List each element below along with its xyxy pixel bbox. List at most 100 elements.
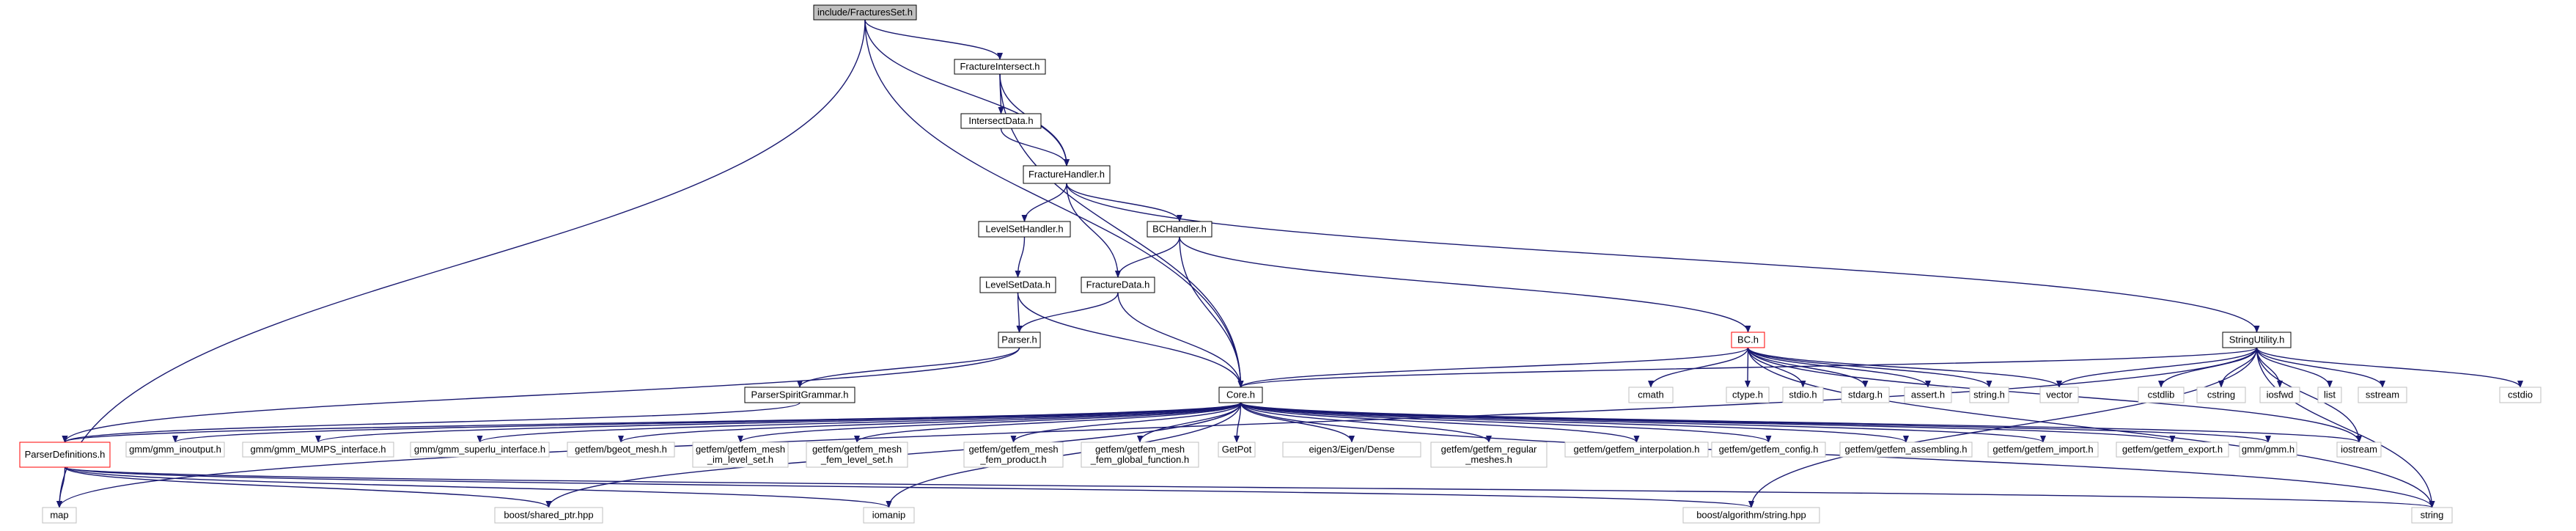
node-core[interactable]: Core.h	[1218, 387, 1263, 403]
node-parser[interactable]: Parser.h	[998, 332, 1041, 348]
node-iostream[interactable]: iostream	[2336, 442, 2382, 458]
edge-psg-to-pd	[62, 402, 801, 443]
node-label: ParserDefinitions.h	[25, 449, 106, 460]
node-su[interactable]: StringUtility.h	[2222, 332, 2292, 348]
node-vector[interactable]: vector	[2039, 387, 2079, 403]
node-box	[2317, 387, 2342, 403]
node-gf_config[interactable]: getfem/getfem_config.h	[1711, 442, 1826, 458]
edge-bc-to-stdarg	[1747, 347, 1869, 388]
node-list[interactable]: list	[2317, 387, 2342, 403]
node-label: ParserSpiritGrammar.h	[751, 389, 849, 400]
node-fh[interactable]: FractureHandler.h	[1023, 165, 1111, 184]
node-stdarg[interactable]: stdarg.h	[1841, 387, 1890, 403]
edge-bch-to-fd	[1115, 236, 1180, 278]
node-gf_femprod[interactable]: getfem/getfem_mesh_fem_product.h	[963, 442, 1064, 468]
node-idata[interactable]: IntersectData.h	[960, 113, 1042, 129]
node-gf_assembling[interactable]: getfem/getfem_assembling.h	[1839, 442, 1973, 458]
edge-parser-to-psg	[797, 347, 1020, 388]
node-fd[interactable]: FractureData.h	[1081, 277, 1155, 293]
node-label: Core.h	[1226, 389, 1255, 400]
node-assert[interactable]: assert.h	[1904, 387, 1952, 403]
node-box	[2358, 387, 2407, 403]
node-bch[interactable]: BCHandler.h	[1147, 221, 1212, 238]
node-cmath[interactable]: cmath	[1628, 387, 1674, 403]
node-bc[interactable]: BC.h	[1731, 332, 1765, 348]
node-label: LevelSetHandler.h	[985, 224, 1063, 235]
edge-bc-to-assert	[1747, 347, 1931, 388]
node-label: stdarg.h	[1848, 389, 1883, 400]
node-label: getfem/getfem_export.h	[2122, 444, 2223, 455]
node-fi[interactable]: FractureIntersect.h	[954, 59, 1046, 75]
edge-su-to-vector	[2056, 347, 2258, 388]
node-string[interactable]: string	[2411, 507, 2453, 524]
node-gf_export[interactable]: getfem/getfem_export.h	[2116, 442, 2229, 458]
edge-bch-to-core	[1179, 236, 1244, 388]
node-cstdio[interactable]: cstdio	[2499, 387, 2542, 403]
node-iomanip[interactable]: iomanip	[863, 507, 915, 524]
edge-fd-to-parser	[1016, 292, 1119, 333]
edge-idata-to-fh	[1000, 128, 1070, 166]
node-ctype[interactable]: ctype.h	[1726, 387, 1770, 403]
edge-core-to-gf_interp	[1240, 402, 1640, 443]
node-gf_imls[interactable]: getfem/getfem_mesh_im_level_set.h	[692, 442, 789, 468]
node-gf_regular[interactable]: getfem/getfem_regular_meshes.h	[1430, 442, 1548, 468]
node-box	[2239, 442, 2297, 458]
node-pd[interactable]: ParserDefinitions.h	[19, 442, 111, 468]
node-label: string	[2421, 510, 2444, 521]
node-cstring[interactable]: cstring	[2196, 387, 2246, 403]
node-label: stdio.h	[1789, 389, 1817, 400]
edge-fh-to-fd	[1066, 183, 1121, 278]
edge-core-to-gmm_superlu	[476, 402, 1242, 443]
node-gf_femglob[interactable]: getfem/getfem_mesh_fem_global_function.h	[1081, 442, 1199, 468]
node-cstdlib[interactable]: cstdlib	[2138, 387, 2185, 403]
node-box	[863, 507, 915, 524]
node-getpot[interactable]: GetPot	[1218, 442, 1256, 458]
node-box	[2499, 387, 2542, 403]
node-label: getfem/getfem_mesh	[968, 444, 1058, 455]
node-box	[1218, 387, 1263, 403]
node-gmm_h[interactable]: gmm/gmm.h	[2239, 442, 2297, 458]
node-label: getfem/getfem_assembling.h	[1845, 444, 1968, 455]
node-label: sstream	[2366, 389, 2399, 400]
node-map[interactable]: map	[42, 507, 77, 524]
node-shared_ptr[interactable]: boost/shared_ptr.hpp	[494, 507, 603, 524]
node-stdio[interactable]: stdio.h	[1782, 387, 1824, 403]
node-lsd[interactable]: LevelSetData.h	[979, 277, 1056, 293]
node-gmm_io[interactable]: gmm/gmm_inoutput.h	[125, 442, 225, 458]
edge-su-to-core	[1237, 347, 2258, 388]
node-lsh[interactable]: LevelSetHandler.h	[978, 221, 1071, 238]
edge-su-to-map	[56, 347, 2258, 508]
node-box	[813, 4, 917, 21]
node-gmm_superlu[interactable]: gmm/gmm_superlu_interface.h	[410, 442, 550, 458]
node-gf_import[interactable]: getfem/getfem_import.h	[1987, 442, 2099, 458]
edge-core-to-gf_imls	[737, 402, 1242, 443]
node-label: BC.h	[1737, 334, 1759, 345]
node-gmm_mumps[interactable]: gmm/gmm_MUMPS_interface.h	[242, 442, 394, 458]
node-sstream[interactable]: sstream	[2358, 387, 2407, 403]
node-psg[interactable]: ParserSpiritGrammar.h	[744, 387, 855, 403]
node-label: cstring	[2207, 389, 2235, 400]
edge-su-to-iosfwd	[2256, 347, 2283, 388]
node-box	[1023, 165, 1111, 184]
edge-core-to-pd	[62, 402, 1242, 443]
node-iosfwd[interactable]: iosfwd	[2259, 387, 2300, 403]
node-label: LevelSetData.h	[985, 279, 1050, 290]
edge-core-to-gf_import	[1240, 402, 2046, 443]
node-bgeot[interactable]: getfem/bgeot_mesh.h	[567, 442, 675, 458]
edge-parser-to-pd	[62, 347, 1020, 443]
edge-bc-to-string	[1747, 347, 2435, 508]
edge-su-to-algo_string	[1748, 347, 2258, 508]
node-eigen[interactable]: eigen3/Eigen/Dense	[1282, 442, 1421, 458]
node-box	[1682, 507, 1820, 524]
node-algo_string[interactable]: boost/algorithm/string.hpp	[1682, 507, 1820, 524]
node-label: eigen3/Eigen/Dense	[1309, 444, 1394, 455]
edge-bc-to-vector	[1747, 347, 2062, 388]
node-gf_femls[interactable]: getfem/getfem_mesh_fem_level_set.h	[806, 442, 908, 468]
node-box	[806, 442, 908, 468]
node-root[interactable]: include/FracturesSet.h	[813, 4, 917, 21]
node-gf_interp[interactable]: getfem/getfem_interpolation.h	[1564, 442, 1709, 458]
node-box	[2196, 387, 2246, 403]
node-label: _fem_product.h	[979, 454, 1046, 465]
node-string_h[interactable]: string.h	[1969, 387, 2009, 403]
node-box	[410, 442, 550, 458]
